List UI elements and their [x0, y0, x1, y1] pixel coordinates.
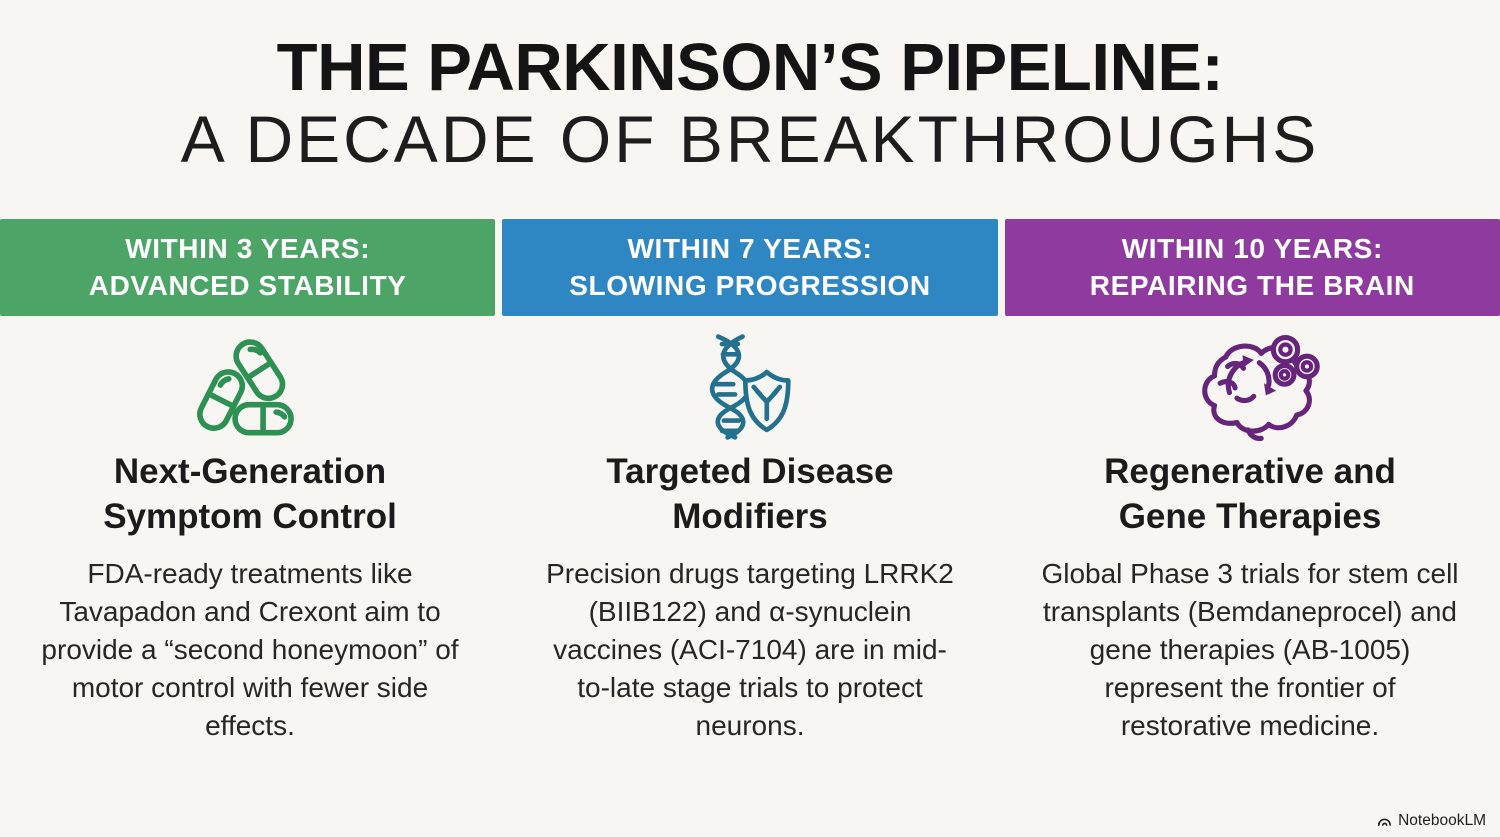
title-line-2: A DECADE OF BREAKTHROUGHS	[180, 102, 1320, 177]
column-heading-disease-modifiers: Targeted Disease Modifiers	[606, 450, 893, 540]
header-bar-3-years-line1: WITHIN 3 YEARS:	[125, 232, 371, 264]
column-heading-symptom-control: Next-Generation Symptom Control	[103, 450, 397, 540]
header-bar-3-years: WITHIN 3 YEARS: ADVANCED STABILITY	[0, 218, 496, 316]
column-body-regenerative-therapies: Global Phase 3 trials for stem cell tran…	[1041, 557, 1459, 741]
content-columns: Next-Generation Symptom Control FDA-read…	[0, 328, 1500, 745]
column-body-symptom-control: FDA-ready treatments like Tavapadon and …	[41, 557, 459, 741]
heading-line: Next-Generation	[113, 451, 387, 491]
page-title: THE PARKINSON’S PIPELINE: A DECADE OF BR…	[0, 0, 1500, 175]
column-heading-regenerative-therapies: Regenerative and Gene Therapies	[1104, 450, 1396, 540]
column-body-disease-modifiers: Precision drugs targeting LRRK2 (BIIB122…	[546, 557, 954, 741]
heading-line: Gene Therapies	[1118, 496, 1382, 536]
header-bar-7-years-line1: WITHIN 7 YEARS:	[627, 232, 873, 264]
column-regenerative-therapies: Regenerative and Gene Therapies Global P…	[1000, 328, 1500, 745]
heading-line: Regenerative and	[1104, 451, 1396, 491]
title-line-1: THE PARKINSON’S PIPELINE:	[276, 30, 1224, 105]
heading-line: Symptom Control	[103, 496, 397, 536]
brain-regeneration-icon	[1175, 328, 1325, 446]
header-bar-7-years-line2: SLOWING PROGRESSION	[569, 270, 931, 302]
watermark: NotebookLM	[1376, 812, 1486, 830]
header-bar-7-years: WITHIN 7 YEARS: SLOWING PROGRESSION	[502, 218, 998, 316]
column-symptom-control: Next-Generation Symptom Control FDA-read…	[0, 328, 500, 745]
header-bar-3-years-line2: ADVANCED STABILITY	[88, 270, 407, 302]
dna-shield-icon	[681, 328, 819, 446]
column-disease-modifiers: Targeted Disease Modifiers Precision dru…	[500, 328, 1000, 745]
heading-line: Targeted Disease	[606, 451, 894, 491]
watermark-brand: NotebookLM	[1398, 812, 1486, 829]
header-bar-10-years-line1: WITHIN 10 YEARS:	[1121, 232, 1383, 264]
notebooklm-logo-icon	[1378, 818, 1392, 826]
header-bar-10-years-line2: REPAIRING THE BRAIN	[1089, 270, 1415, 302]
pills-icon	[175, 328, 325, 446]
heading-line: Modifiers	[672, 496, 828, 536]
timeline-header-bars: WITHIN 3 YEARS: ADVANCED STABILITY WITHI…	[0, 218, 1500, 316]
header-bar-10-years: WITHIN 10 YEARS: REPAIRING THE BRAIN	[1004, 218, 1500, 316]
